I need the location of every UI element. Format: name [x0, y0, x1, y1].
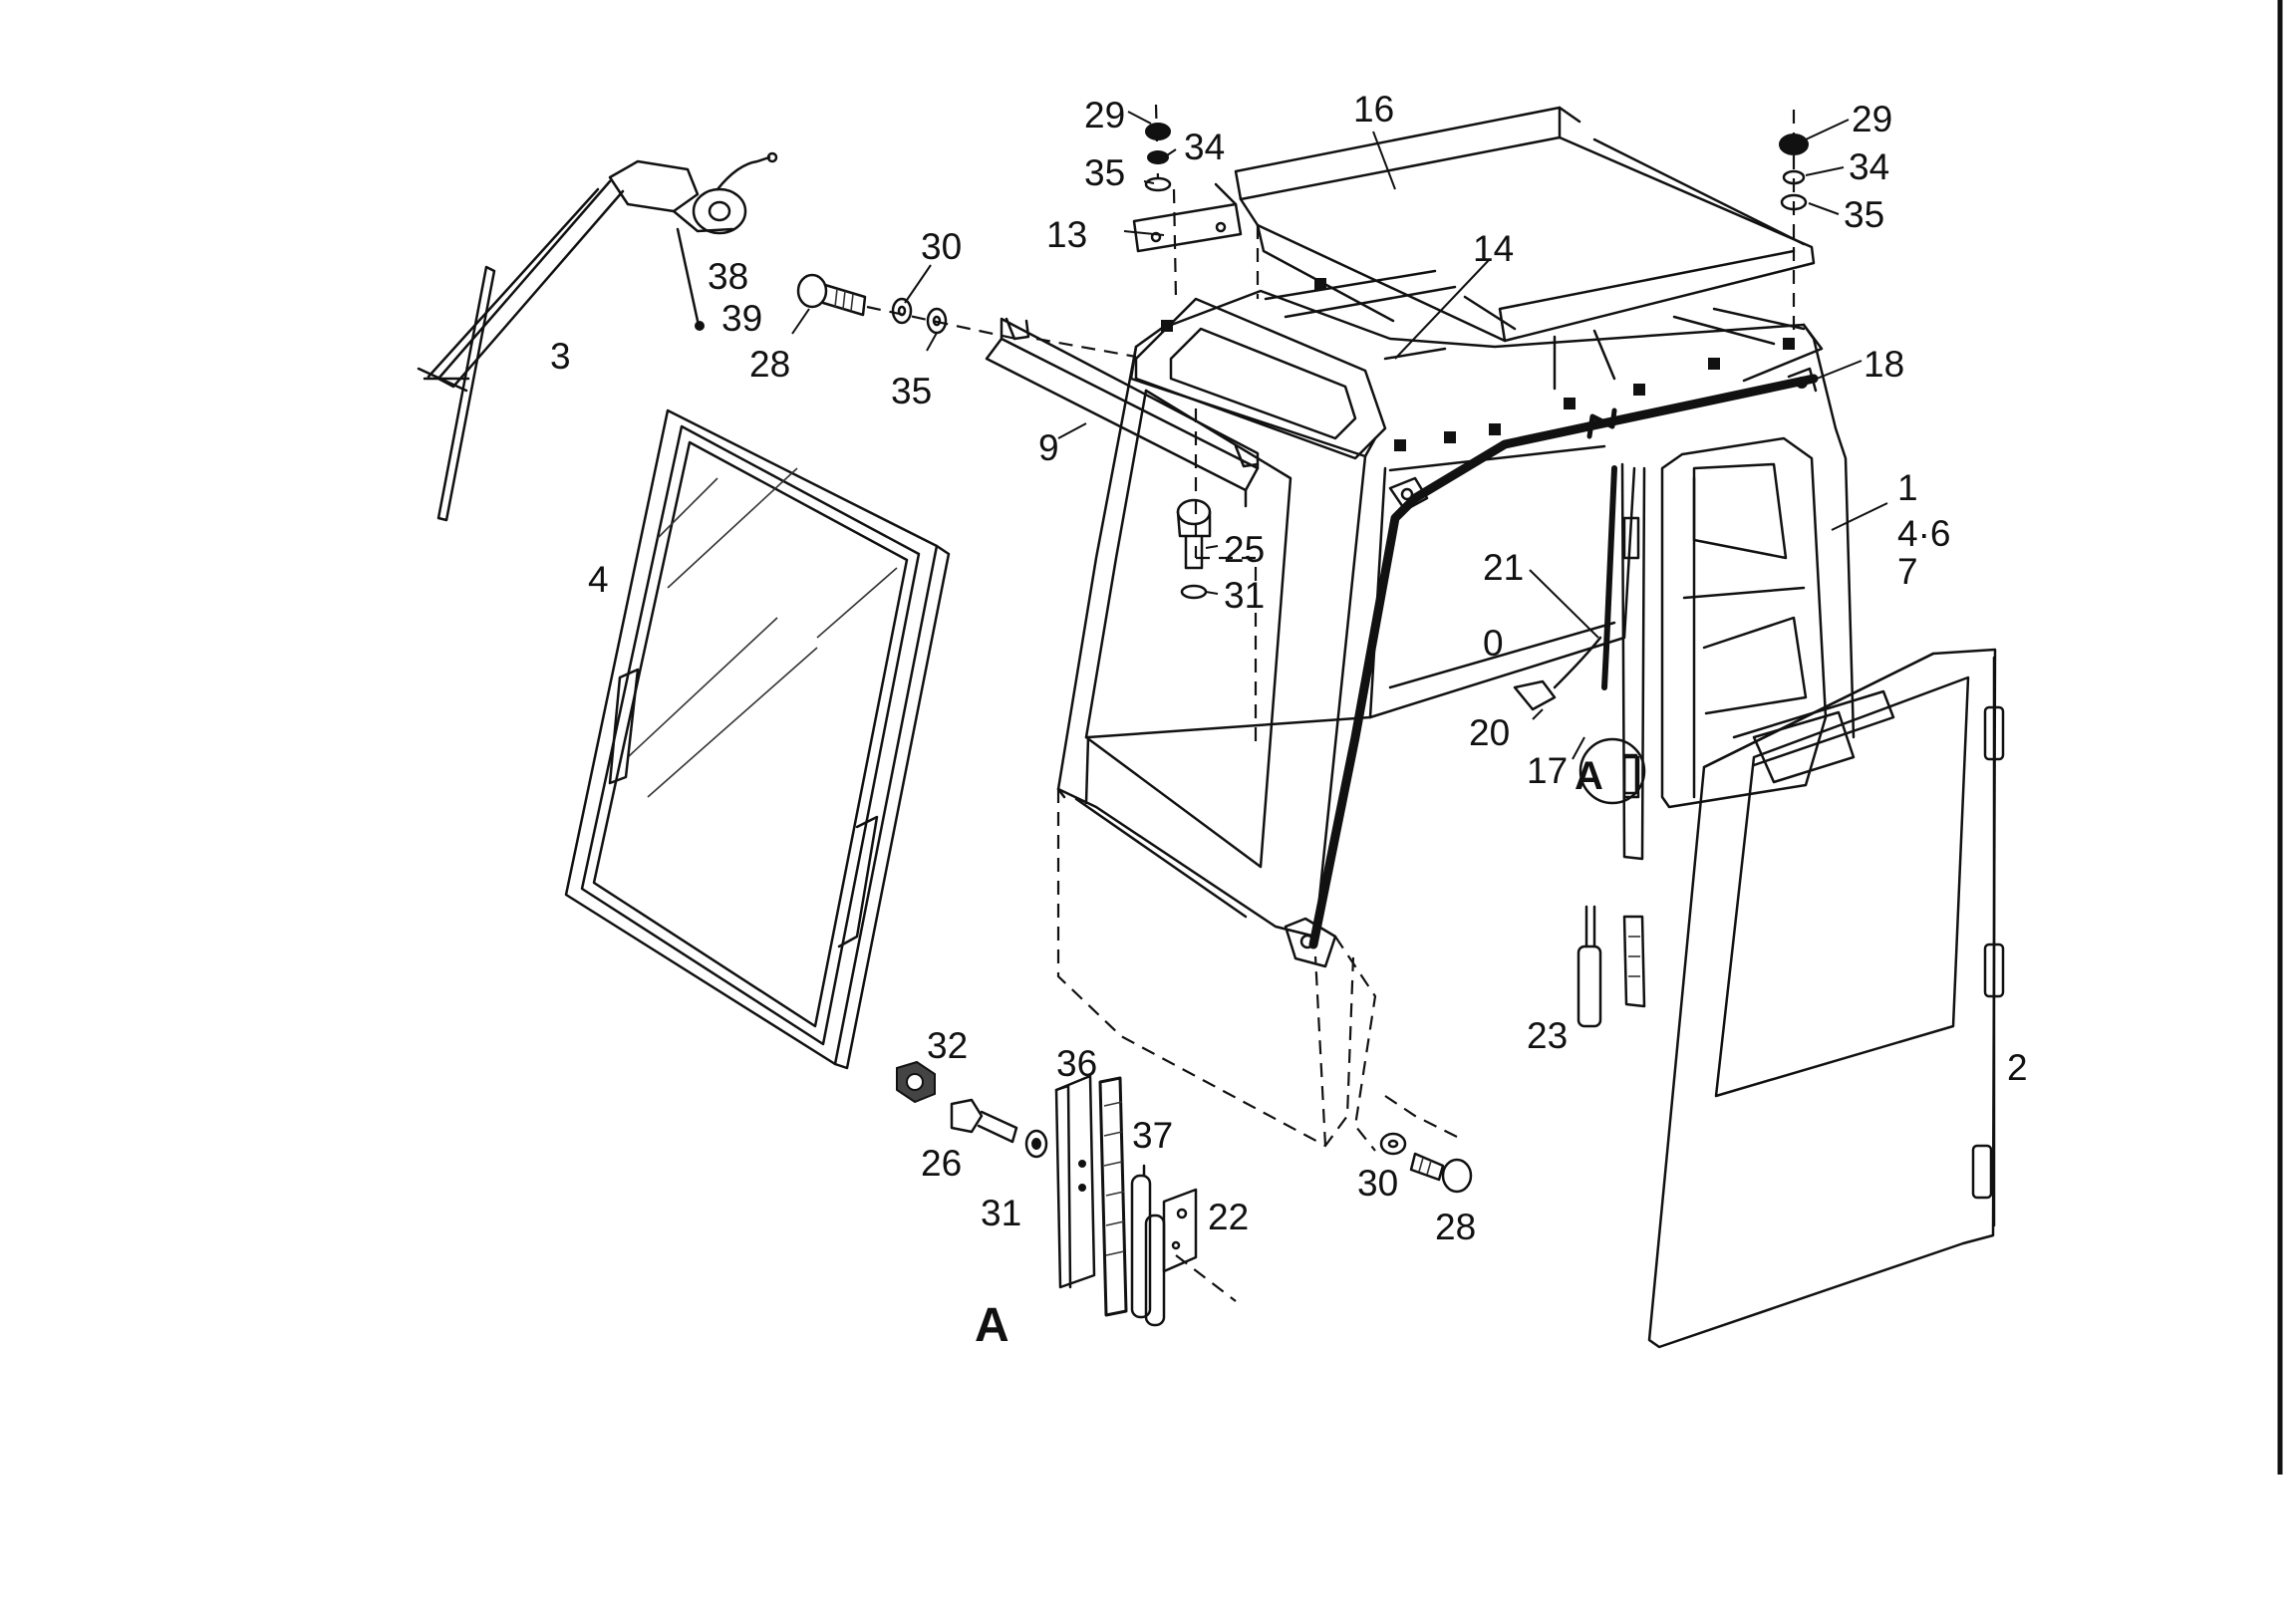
label-3: 3	[550, 336, 571, 377]
middle-bolt-set	[1176, 498, 1212, 600]
label-7: 7	[1897, 551, 1918, 592]
label-16: 16	[1353, 89, 1394, 130]
label-17: 17	[1527, 750, 1568, 791]
label-4: 4	[588, 559, 609, 600]
label-35-left: 35	[1084, 152, 1125, 193]
label-2: 2	[2007, 1047, 2028, 1088]
label-29-right: 29	[1852, 99, 1892, 139]
label-21: 21	[1483, 547, 1524, 588]
detail-a-callout	[1578, 737, 1646, 805]
label-18: 18	[1864, 344, 1904, 385]
bracket	[985, 317, 1260, 508]
cab-frame	[1056, 269, 1856, 968]
label-26: 26	[921, 1143, 962, 1184]
upper-bolt-set	[796, 273, 1017, 341]
small-bracket	[1132, 182, 1243, 253]
label-20: 20	[1469, 712, 1510, 753]
label-32: 32	[927, 1025, 968, 1066]
label-31-low: 31	[981, 1193, 1021, 1233]
lower-bolt-set	[1379, 1132, 1473, 1194]
label-39: 39	[721, 298, 762, 339]
label-28-top: 28	[749, 344, 790, 385]
label-4-6: 4·6	[1897, 513, 1950, 554]
label-37: 37	[1132, 1115, 1173, 1156]
roof-panel	[1234, 106, 1816, 343]
label-9: 9	[1038, 427, 1059, 468]
assembly-guide-lines	[1056, 104, 1796, 1152]
label-22: 22	[1208, 1197, 1249, 1237]
leader-lines	[791, 111, 1888, 760]
label-23: 23	[1527, 1015, 1568, 1056]
detail-a-hardware	[896, 1060, 1237, 1327]
label-29-left: 29	[1084, 95, 1125, 135]
label-28-low: 28	[1435, 1207, 1476, 1247]
callout-labels: 29 34 35 13 16 14 29 34 35 18 1 4·6 7 30…	[550, 89, 2028, 1352]
label-36: 36	[1056, 1043, 1097, 1084]
label-14: 14	[1473, 228, 1514, 269]
label-31-mid: 31	[1224, 575, 1265, 616]
hinge-pin-set	[1577, 905, 1646, 1028]
detail-a-marker-circle: A	[1575, 754, 1603, 798]
side-window	[564, 408, 951, 1070]
top-left-washer-stack	[1144, 123, 1172, 192]
label-25: 25	[1224, 529, 1265, 570]
roof-bolts	[1161, 278, 1795, 451]
label-35-right: 35	[1844, 194, 1884, 235]
label-1: 1	[1897, 467, 1918, 508]
label-38: 38	[708, 256, 748, 297]
top-right-washer-stack	[1779, 134, 1809, 211]
label-zero: 0	[1483, 623, 1504, 664]
cab-door	[1647, 648, 2005, 1349]
label-34-left: 34	[1184, 127, 1225, 167]
wiring-harness	[1308, 374, 1819, 949]
label-30-top: 30	[921, 226, 962, 267]
wiper-assembly	[417, 151, 778, 522]
detail-a-title: A	[975, 1299, 1009, 1352]
label-13: 13	[1046, 214, 1087, 255]
label-30-low: 30	[1357, 1163, 1398, 1204]
label-34-right: 34	[1849, 146, 1889, 187]
label-35-mid: 35	[891, 371, 932, 411]
